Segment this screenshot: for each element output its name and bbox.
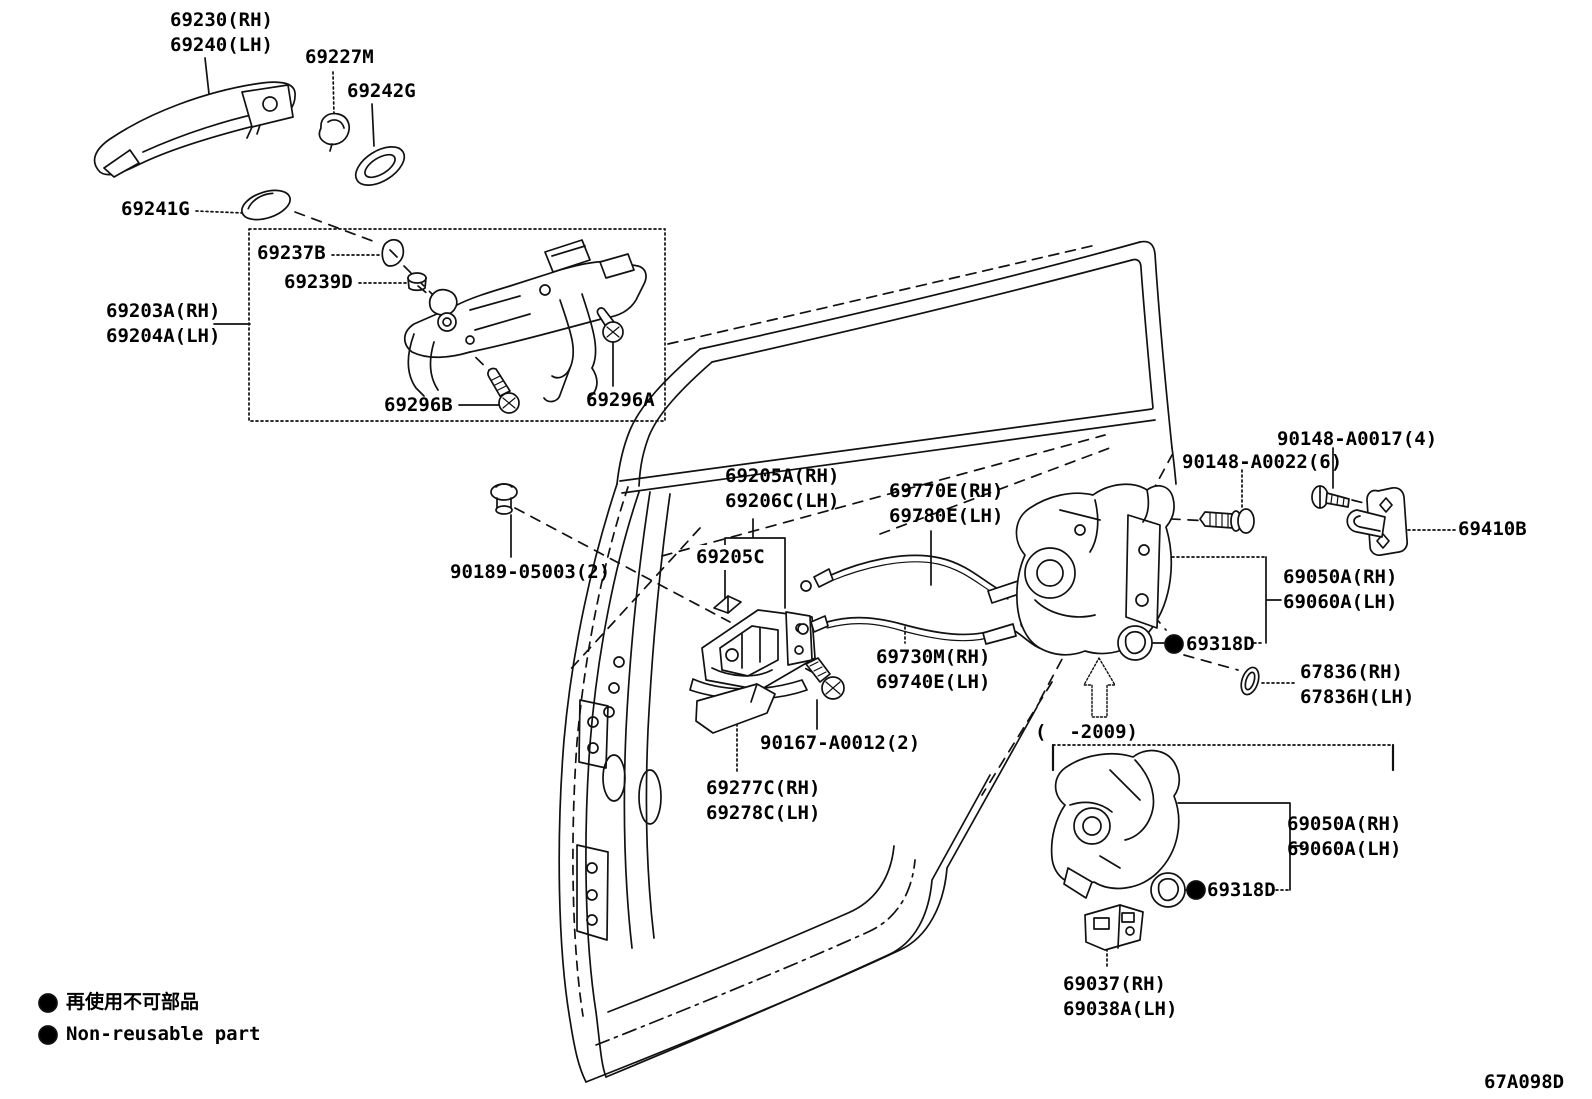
leader-lines — [195, 57, 1457, 970]
screw-90148-a0022 — [1199, 508, 1255, 534]
non-reusable-dot — [38, 1025, 58, 1045]
part-label-69237b: 69237B — [257, 241, 326, 266]
part-label-line: 69204A(LH) — [106, 325, 221, 347]
handle-bezel-69242g — [354, 146, 406, 186]
latch-69205-drawing — [689, 595, 816, 700]
part-label-69050a-69060a-2: 69050A(RH) 69060A(LH) — [1287, 812, 1401, 862]
part-label-legend-en: Non-reusable part — [66, 1022, 260, 1047]
non-reusable-dot — [38, 993, 58, 1013]
part-label-line: 67836H(LH) — [1300, 686, 1415, 708]
screw-69296b — [487, 367, 520, 414]
part-label-line: 69037(RH) — [1063, 973, 1166, 995]
door-lock-assy-2 — [1050, 749, 1181, 899]
part-label-90148-a0017: 90148-A0017(4) — [1277, 427, 1437, 452]
part-label-line: 69770E(RH) — [889, 480, 1004, 502]
frame-subassy-drawing — [381, 238, 647, 403]
clip-90189 — [490, 483, 518, 515]
part-label-69205a-69206c: 69205A(RH) 69206C(LH) — [725, 464, 839, 514]
up-arrow — [1083, 657, 1116, 718]
striker-69410b — [1346, 486, 1409, 556]
frame-subassy-box — [248, 228, 666, 422]
part-label-line: 69230(RH) — [170, 9, 273, 31]
part-label-69296a: 69296A — [586, 388, 655, 413]
bracket-69037 — [1084, 904, 1144, 951]
part-label-69239d: 69239D — [284, 270, 353, 295]
part-label-67836-67836h: 67836(RH) 67836H(LH) — [1300, 660, 1414, 710]
part-label-line: 69240(LH) — [170, 34, 273, 56]
part-label-line: 69060A(LH) — [1287, 838, 1402, 860]
non-reusable-dot — [1164, 634, 1184, 654]
pad-69277c — [695, 683, 776, 734]
part-label-line: 69205C — [696, 546, 765, 568]
part-label-line: 69203A(RH) — [106, 300, 221, 322]
part-label-line: 69205A(RH) — [725, 465, 840, 487]
part-label-model-range: ( -2009) — [1035, 720, 1138, 745]
screw-90148-a0017 — [1311, 485, 1350, 509]
part-label-line: 69296B — [384, 394, 453, 416]
part-label-90167-a0012: 90167-A0012(2) — [760, 731, 920, 756]
door-lock-assy-1 — [1015, 483, 1175, 656]
part-label-line: 67836(RH) — [1300, 661, 1403, 683]
part-label-line: 69227M — [305, 46, 374, 68]
part-label-69230-69240: 69230(RH) 69240(LH) — [170, 8, 273, 58]
part-label-line: 90148-A0017(4) — [1277, 428, 1438, 450]
part-label-69410b: 69410B — [1458, 517, 1527, 542]
part-label-90189-05003: 90189-05003(2) — [450, 560, 610, 585]
part-label-69730m-69740e: 69730M(RH) 69740E(LH) — [876, 645, 990, 695]
part-label-69318d-2: 69318D — [1207, 878, 1276, 903]
part-label-line: 69410B — [1458, 518, 1527, 540]
part-label-line: 69296A — [586, 389, 655, 411]
part-label-line: 69038A(LH) — [1063, 998, 1178, 1020]
part-label-line: Non-reusable part — [66, 1023, 261, 1045]
part-label-69205c: 69205C — [694, 545, 767, 570]
handle-cover-69241g — [241, 189, 291, 221]
part-label-line: 67A098D — [1484, 1071, 1565, 1093]
non-reusable-dot — [1186, 880, 1206, 900]
screw-69296a — [596, 307, 624, 343]
lock-cables — [797, 554, 1049, 651]
part-label-line: 69239D — [284, 271, 353, 293]
door-seal-67836 — [1240, 666, 1260, 696]
part-label-90148-a0022: 90148-A0022(6) — [1182, 450, 1342, 475]
part-label-69277c-69278c: 69277C(RH) 69278C(LH) — [706, 776, 820, 826]
part-label-69037-69038a: 69037(RH) 69038A(LH) — [1063, 972, 1177, 1022]
part-label-line: 69277C(RH) — [706, 777, 821, 799]
part-label-line: 69060A(LH) — [1283, 591, 1398, 613]
part-label-line: 69237B — [257, 242, 326, 264]
part-label-line: 69050A(RH) — [1287, 813, 1402, 835]
part-label-69242g: 69242G — [347, 79, 416, 104]
part-label-line: ( -2009) — [1035, 721, 1138, 743]
outside-handle-drawing — [93, 81, 296, 178]
handle-cover-69227m — [318, 112, 350, 152]
part-label-diagram-code: 67A098D — [1484, 1070, 1564, 1095]
part-label-line: 69740E(LH) — [876, 671, 991, 693]
grommet-69318d-1 — [1117, 625, 1153, 661]
screw-90167 — [805, 657, 845, 700]
part-label-line: 69278C(LH) — [706, 802, 821, 824]
part-label-line: 69318D — [1207, 879, 1276, 901]
part-label-line: 90189-05003(2) — [450, 561, 611, 583]
door-panel-outline — [558, 240, 1177, 1083]
part-label-line: 69730M(RH) — [876, 646, 991, 668]
part-label-line: 69241G — [121, 198, 190, 220]
part-label-line: 69318D — [1186, 633, 1255, 655]
part-label-69203a-69204a: 69203A(RH) 69204A(LH) — [106, 299, 220, 349]
part-label-69770e-69780e: 69770E(RH) 69780E(LH) — [889, 479, 1003, 529]
part-label-69050a-69060a-1: 69050A(RH) 69060A(LH) — [1283, 565, 1397, 615]
part-label-69241g: 69241G — [121, 197, 190, 222]
part-label-legend-ja: 再使用不可部品 — [66, 990, 199, 1015]
part-label-69296b: 69296B — [384, 393, 453, 418]
part-label-line: 90167-A0012(2) — [760, 732, 921, 754]
part-label-69318d-1: 69318D — [1186, 632, 1255, 657]
part-label-line: 69206C(LH) — [725, 490, 840, 512]
part-label-line: 69780E(LH) — [889, 505, 1004, 527]
part-label-line: 69050A(RH) — [1283, 566, 1398, 588]
part-label-line: 90148-A0022(6) — [1182, 451, 1343, 473]
part-label-69227m: 69227M — [305, 45, 374, 70]
grommet-69318d-2 — [1150, 872, 1186, 908]
part-label-line: 再使用不可部品 — [66, 991, 200, 1013]
part-label-line: 69242G — [347, 80, 416, 102]
